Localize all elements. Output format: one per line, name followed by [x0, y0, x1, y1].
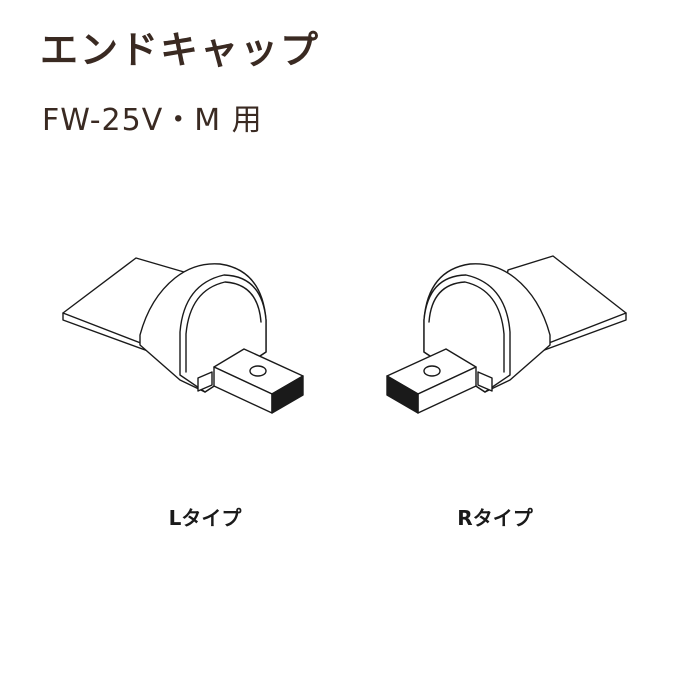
l-type-label: Lタイプ: [168, 506, 242, 530]
end-cap-l-drawing: [62, 257, 304, 414]
page-subtitle: FW-25V・M 用: [42, 103, 263, 138]
end-cap-r-drawing: [386, 255, 627, 414]
page-title: エンドキャップ: [40, 28, 321, 72]
r-type-label: Rタイプ: [457, 506, 533, 530]
